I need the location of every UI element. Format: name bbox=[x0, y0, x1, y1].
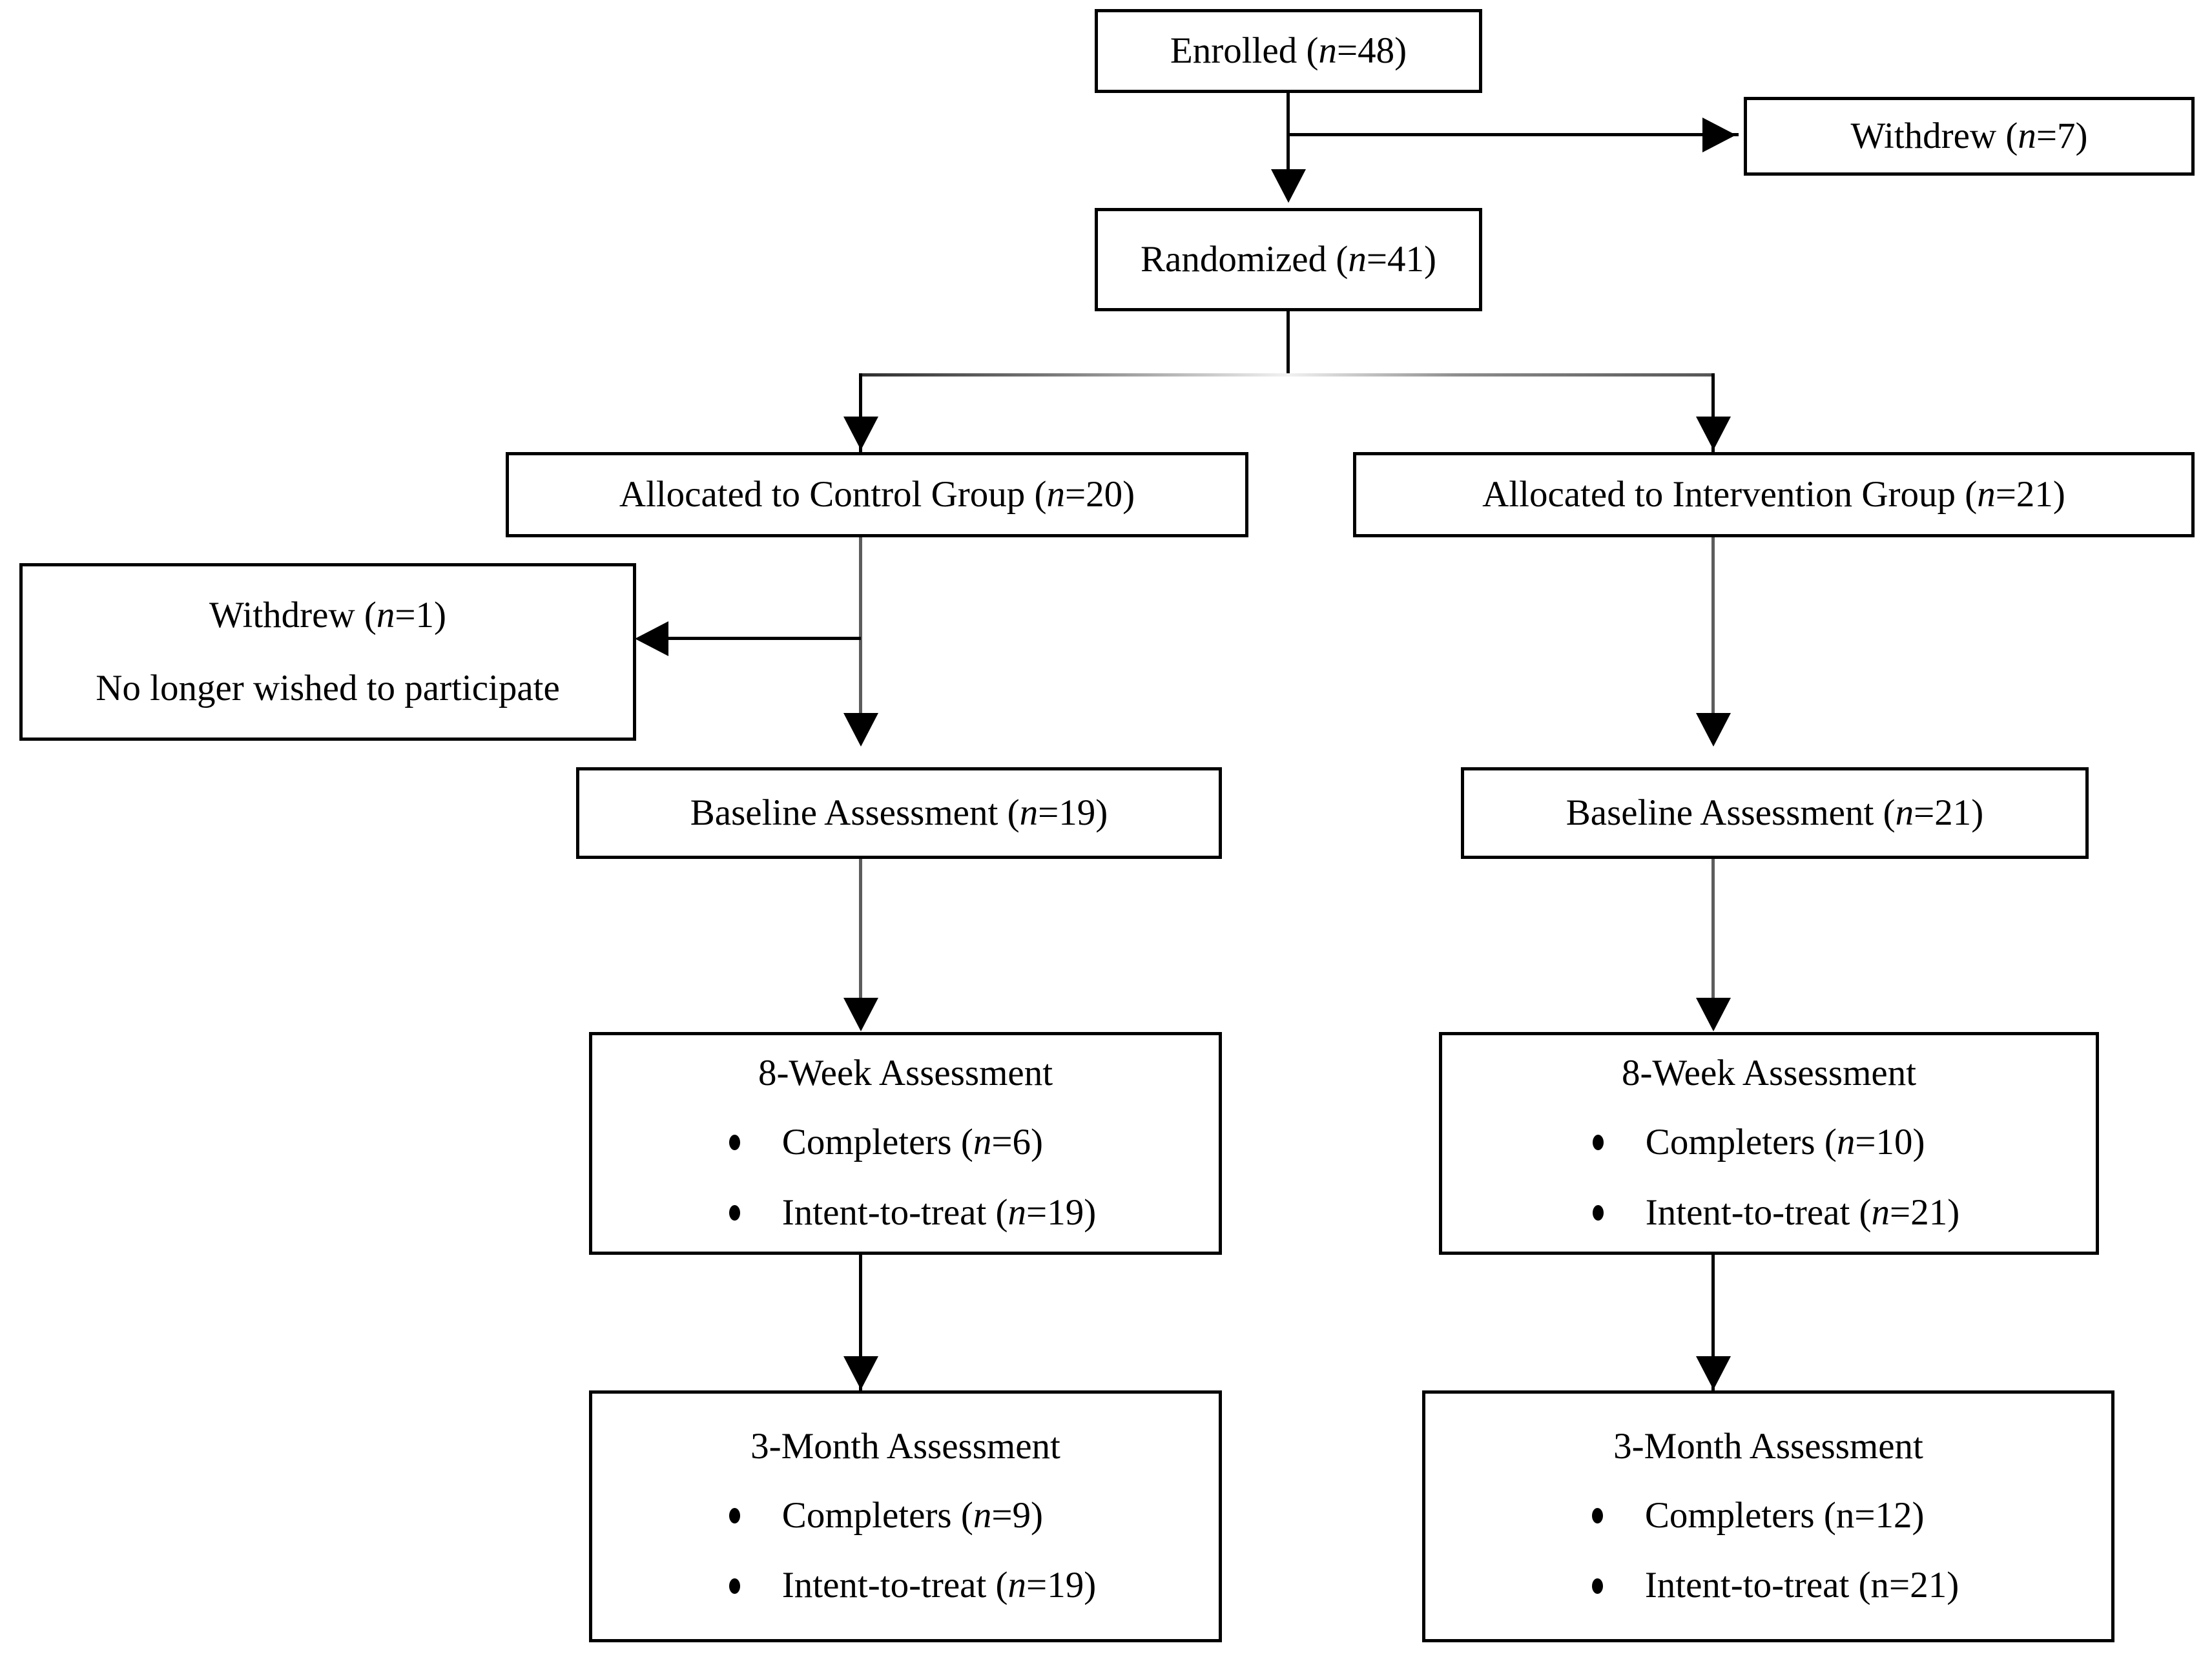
node-month3-control-title: 3-Month Assessment bbox=[750, 1425, 1060, 1467]
edge-randomized-to-intervention-arrowhead bbox=[1696, 417, 1731, 450]
edge-week8-intervention-to-month3-line bbox=[1711, 1255, 1715, 1392]
edge-baseline-control-to-week8-line bbox=[859, 859, 862, 1027]
edge-enrolled-to-randomized-arrowhead bbox=[1271, 169, 1306, 203]
edge-enrolled-to-withdrew-arrowhead bbox=[1702, 118, 1736, 152]
node-allocated-control: Allocated to Control Group (n=20) bbox=[506, 452, 1248, 537]
node-month3-intervention-title: 3-Month Assessment bbox=[1613, 1425, 1923, 1467]
list-item: Intent-to-treat (n=21) bbox=[1578, 1190, 1959, 1237]
node-month3-intervention-bullets: Completers (n=12) Intent-to-treat (n=21) bbox=[1578, 1492, 1959, 1610]
node-week8-intervention: 8-Week Assessment Completers (n=10) Inte… bbox=[1439, 1032, 2099, 1255]
edge-baseline-intervention-to-week8-line bbox=[1711, 859, 1715, 1027]
node-withdrew-control-line2: No longer wished to participate bbox=[96, 667, 560, 708]
edge-randomized-stem bbox=[1287, 311, 1290, 376]
node-allocated-intervention-label: Allocated to Intervention Group (n=21) bbox=[1482, 473, 2065, 515]
node-week8-control: 8-Week Assessment Completers (n=6) Inten… bbox=[589, 1032, 1222, 1255]
node-enrolled: Enrolled (n=48) bbox=[1095, 9, 1482, 93]
node-baseline-control-label: Baseline Assessment (n=19) bbox=[690, 792, 1108, 833]
edge-control-to-withdrew-line bbox=[652, 637, 861, 640]
node-withdrew-top: Withdrew (n=7) bbox=[1744, 97, 2195, 176]
edge-randomized-to-control-line bbox=[859, 373, 862, 454]
list-item: Intent-to-treat (n=21) bbox=[1578, 1562, 1959, 1609]
edge-intervention-to-baseline-line bbox=[1711, 537, 1715, 738]
node-withdrew-top-label: Withdrew (n=7) bbox=[1850, 115, 2088, 156]
list-item: Intent-to-treat (n=19) bbox=[715, 1190, 1096, 1237]
node-allocated-control-label: Allocated to Control Group (n=20) bbox=[619, 473, 1135, 515]
node-withdrew-control-line1: Withdrew (n=1) bbox=[209, 594, 446, 635]
node-week8-intervention-bullets: Completers (n=10) Intent-to-treat (n=21) bbox=[1578, 1119, 1959, 1237]
edge-randomized-to-control-arrowhead bbox=[843, 417, 878, 450]
edge-control-to-withdrew-arrowhead bbox=[635, 621, 668, 656]
node-randomized: Randomized (n=41) bbox=[1095, 208, 1482, 311]
edge-baseline-control-to-week8-arrowhead bbox=[843, 998, 878, 1031]
edge-week8-intervention-to-month3-arrowhead bbox=[1696, 1356, 1731, 1390]
edge-intervention-to-baseline-arrowhead bbox=[1696, 713, 1731, 747]
node-baseline-intervention: Baseline Assessment (n=21) bbox=[1461, 767, 2089, 859]
node-withdrew-control: Withdrew (n=1) No longer wished to parti… bbox=[19, 563, 636, 741]
list-item: Intent-to-treat (n=19) bbox=[715, 1562, 1096, 1609]
node-week8-control-bullets: Completers (n=6) Intent-to-treat (n=19) bbox=[715, 1119, 1096, 1237]
node-baseline-control: Baseline Assessment (n=19) bbox=[576, 767, 1222, 859]
list-item: Completers (n=6) bbox=[715, 1119, 1096, 1166]
node-week8-control-title: 8-Week Assessment bbox=[758, 1053, 1053, 1094]
node-baseline-intervention-label: Baseline Assessment (n=21) bbox=[1566, 792, 1984, 833]
node-month3-control: 3-Month Assessment Completers (n=9) Inte… bbox=[589, 1390, 1222, 1642]
edge-enrolled-to-withdrew-line bbox=[1287, 133, 1739, 136]
edge-week8-control-to-month3-line bbox=[859, 1255, 862, 1392]
edge-control-to-baseline-arrowhead bbox=[843, 713, 878, 747]
node-randomized-label: Randomized (n=41) bbox=[1141, 238, 1436, 280]
node-enrolled-label: Enrolled (n=48) bbox=[1170, 30, 1407, 71]
edge-randomized-crossbar bbox=[859, 373, 1715, 377]
list-item: Completers (n=9) bbox=[715, 1492, 1096, 1540]
node-month3-intervention: 3-Month Assessment Completers (n=12) Int… bbox=[1422, 1390, 2114, 1642]
list-item: Completers (n=10) bbox=[1578, 1119, 1959, 1166]
edge-baseline-intervention-to-week8-arrowhead bbox=[1696, 998, 1731, 1031]
node-allocated-intervention: Allocated to Intervention Group (n=21) bbox=[1353, 452, 2195, 537]
node-week8-intervention-title: 8-Week Assessment bbox=[1621, 1053, 1917, 1094]
node-month3-control-bullets: Completers (n=9) Intent-to-treat (n=19) bbox=[715, 1492, 1096, 1610]
edge-randomized-to-intervention-line bbox=[1711, 373, 1715, 454]
edge-week8-control-to-month3-arrowhead bbox=[843, 1356, 878, 1390]
list-item: Completers (n=12) bbox=[1578, 1492, 1959, 1540]
